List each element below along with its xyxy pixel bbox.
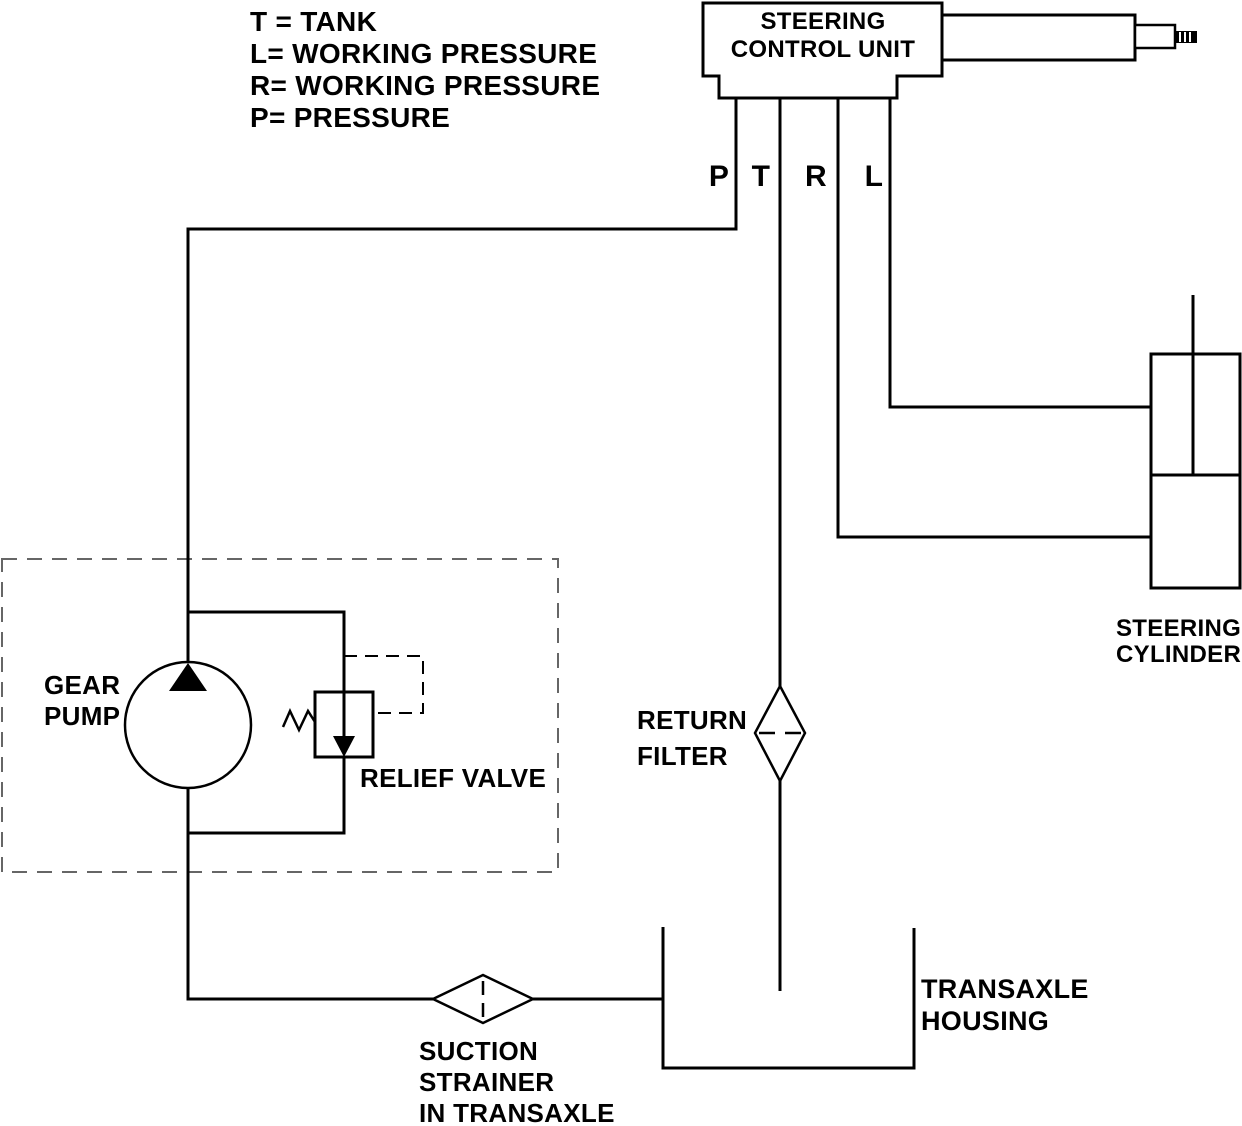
port-r-label: R <box>805 160 827 193</box>
port-l-label: L <box>864 160 884 193</box>
legend-line-pressure: P= PRESSURE <box>250 102 451 133</box>
relief-valve-label: RELIEF VALVE <box>360 763 547 793</box>
relief-valve-pilot-line <box>344 655 424 714</box>
steering-control-unit-box <box>701 1 944 100</box>
port-r-line <box>836 98 1151 539</box>
suction-line-left <box>186 788 433 1001</box>
return-filter-label: RETURN FILTER <box>637 705 748 771</box>
transaxle-housing-label: TRANSAXLE HOUSING <box>921 974 1089 1036</box>
suction-strainer-label: SUCTION STRAINER IN TRANSAXLE <box>419 1036 615 1126</box>
pump-flow-arrow <box>169 663 207 691</box>
gear-pump-label: GEAR PUMP <box>44 670 121 731</box>
port-p-line <box>186 98 738 662</box>
suction-strainer-diamond <box>430 973 536 1025</box>
steering-control-unit-label: STEERING CONTROL UNIT <box>730 8 916 63</box>
steering-column-shaft-end <box>1133 23 1177 50</box>
legend-line-left-pressure: L= WORKING PRESSURE <box>250 38 598 69</box>
steering-cylinder-label: STEERING CYLINDER <box>1116 615 1242 668</box>
port-p-label: P <box>708 160 730 193</box>
steering-column-shaft <box>936 13 1137 62</box>
port-l-line <box>888 98 1151 409</box>
steering-column-spline-grooves <box>1179 32 1191 42</box>
transaxle-housing-outline <box>661 927 916 1070</box>
relief-valve-spring <box>281 707 317 733</box>
steering-cylinder-body <box>1149 352 1242 590</box>
relief-valve-return-line <box>188 757 346 835</box>
relief-valve-branch-line <box>188 610 346 692</box>
legend-line-tank: T = TANK <box>250 6 378 37</box>
return-filter-diamond <box>753 683 807 784</box>
pump-assembly-boundary <box>1 558 559 873</box>
legend-line-right-pressure: R= WORKING PRESSURE <box>250 70 601 101</box>
port-t-label: T <box>751 160 771 193</box>
relief-valve-arrowhead <box>333 736 355 757</box>
